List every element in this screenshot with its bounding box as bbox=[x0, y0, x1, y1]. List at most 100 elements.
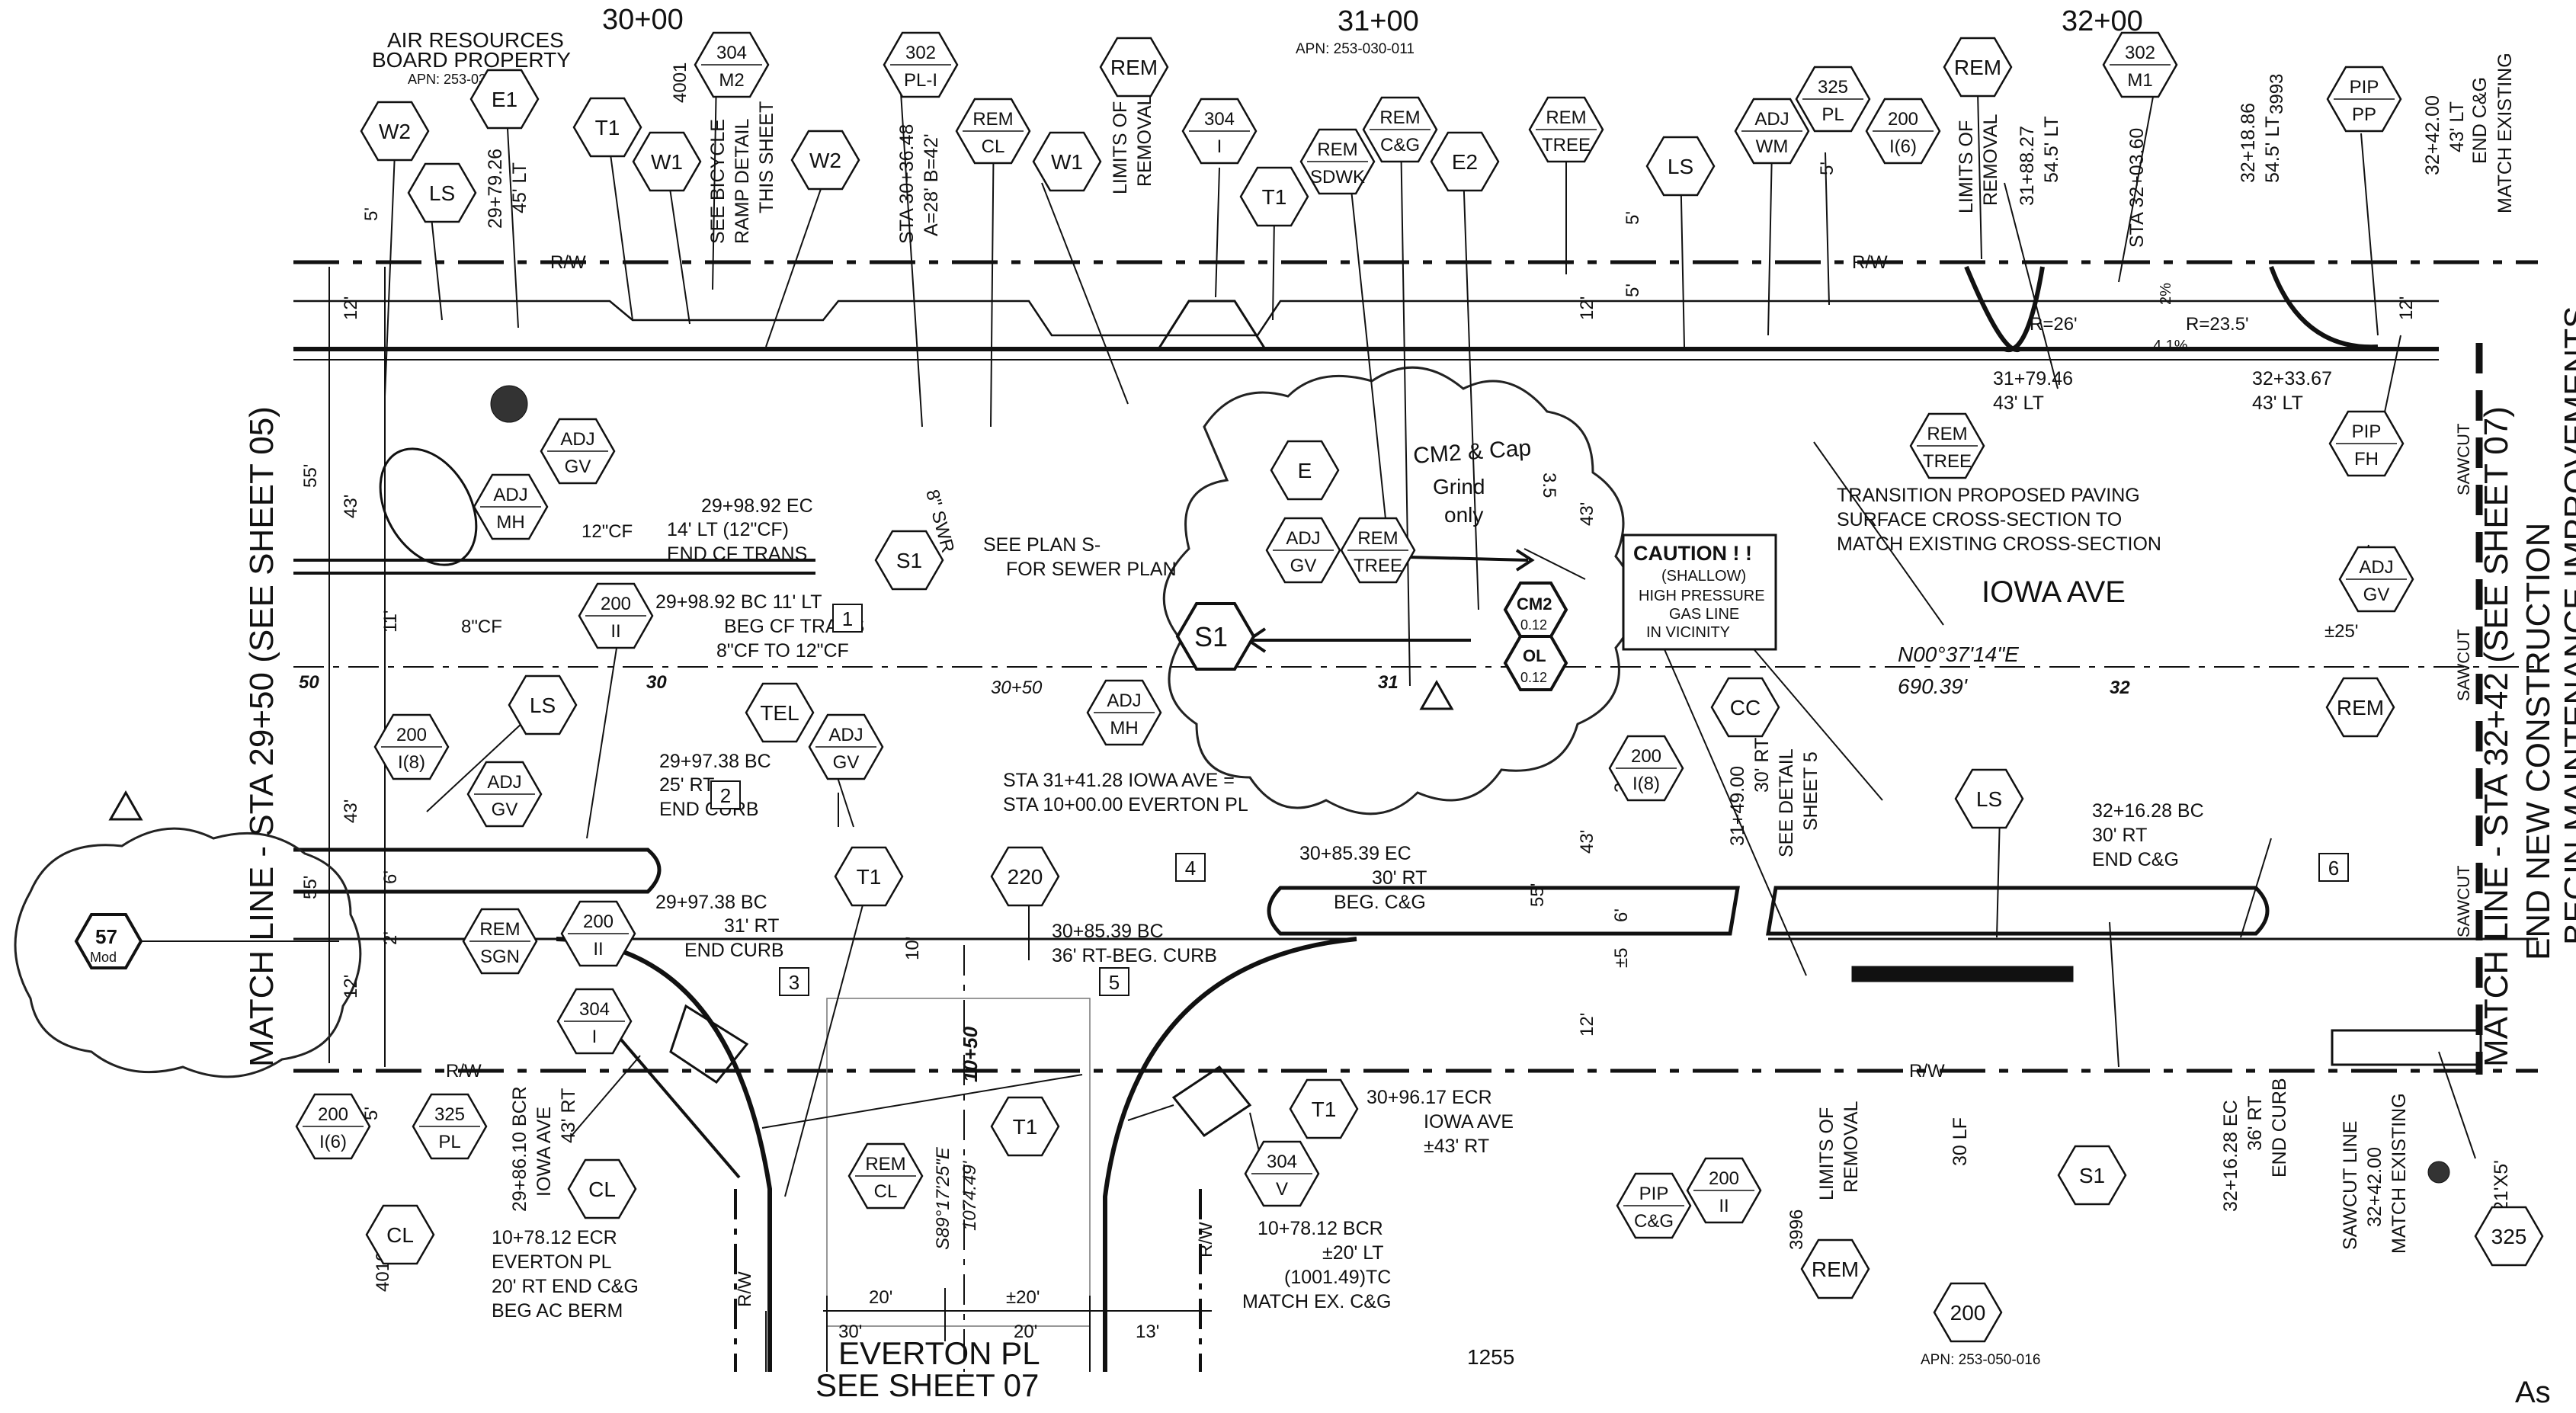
callout-c7-1: 31+79.46 bbox=[1993, 368, 2073, 389]
ramp-east bbox=[1171, 1065, 1252, 1138]
hex-label: I bbox=[592, 1027, 598, 1047]
vnote-v8-2: 54.5' LT bbox=[2262, 116, 2283, 183]
vnote-v15-1: SAWCUT LINE bbox=[2340, 1121, 2361, 1250]
hex-outline bbox=[1270, 440, 1340, 501]
hand-hex-s1-t: S1 bbox=[1194, 621, 1228, 652]
callout-c9-2: 30' RT bbox=[2092, 825, 2147, 846]
hex-symbol-W1b: W1 bbox=[1032, 131, 1102, 192]
hex-label: GV bbox=[1290, 556, 1317, 576]
sta-junction-1: STA 31+41.28 IOWA AVE = bbox=[1003, 770, 1235, 791]
callout-c9-3: END C&G bbox=[2092, 849, 2179, 870]
hex-label: M1 bbox=[2127, 70, 2152, 91]
dim-11-left: 11' bbox=[380, 610, 401, 633]
hex-outline bbox=[2325, 677, 2395, 738]
hex-label: T1 bbox=[1312, 1097, 1337, 1121]
vnote-v12-1: LIMITS OF bbox=[1816, 1107, 1837, 1200]
delta-triangle-1 bbox=[108, 790, 143, 821]
hex-label: GV bbox=[565, 457, 591, 477]
callout-c7-2: 43' LT bbox=[1993, 392, 2044, 414]
vnote-v2-1: SEE BICYCLE bbox=[707, 119, 729, 244]
callout-c11-4: MATCH EX. C&G bbox=[1242, 1291, 1391, 1312]
hand-arrow-2 bbox=[1245, 627, 1471, 653]
hex-label: GV bbox=[833, 752, 860, 773]
dim-20-a: 20' bbox=[869, 1287, 892, 1308]
caution-l3: HIGH PRESSURE bbox=[1639, 588, 1765, 604]
caution-l2: (SHALLOW) bbox=[1661, 568, 1746, 585]
hex-symbol-remcg: REM C&G bbox=[1362, 96, 1438, 163]
driveway-1 bbox=[1157, 300, 1267, 350]
hex-symbol-T1e: T1 bbox=[1289, 1078, 1359, 1139]
slope-4-1: 4.1% bbox=[2153, 338, 2188, 354]
hex-symbol-T1b: T1 bbox=[1239, 166, 1309, 227]
hex-label: 200 bbox=[318, 1104, 348, 1125]
hex-label: W2 bbox=[379, 120, 411, 143]
hex-label: GV bbox=[492, 799, 518, 820]
hex-label: M2 bbox=[719, 70, 744, 91]
transition-2: SURFACE CROSS-SECTION TO bbox=[1837, 509, 2122, 530]
hex-label: REM bbox=[1379, 107, 1420, 128]
hex-outline bbox=[360, 101, 430, 162]
hex-symbol-CLa: CL bbox=[567, 1158, 637, 1219]
hex-symbols: W2E1LST1W1304M2W2302PL-IREMCLW1REM304IT1… bbox=[295, 31, 2544, 1343]
dim-43-mid-2: 43' bbox=[1577, 830, 1597, 854]
dim-pm20: ±20' bbox=[1006, 1287, 1040, 1308]
hex-outline bbox=[2474, 1206, 2544, 1267]
hex-label: ADJ bbox=[1107, 690, 1141, 711]
cf-12: 12"CF bbox=[582, 521, 633, 542]
hex-label: FH bbox=[2354, 449, 2379, 469]
sta-junction: STA 31+41.28 IOWA AVE = STA 10+00.00 EVE… bbox=[1003, 770, 1248, 815]
hex-label: TREE bbox=[1923, 451, 1972, 472]
address-3996: 3996 bbox=[1786, 1210, 1807, 1250]
dim-5-right-top: 5' bbox=[1817, 162, 1837, 175]
callout-c1-1: 29+98.92 EC bbox=[701, 495, 813, 517]
hex-label: TEL bbox=[760, 701, 799, 725]
hand-as: As bbox=[2515, 1376, 2551, 1409]
rw-left-bottom: R/W bbox=[446, 1061, 482, 1081]
hex-outline bbox=[745, 682, 815, 743]
hex-label: CL bbox=[982, 136, 1005, 157]
dim-pm25: ±25' bbox=[2324, 621, 2358, 642]
numbered-tags: 1 2 3 4 5 6 bbox=[710, 604, 2349, 996]
hex-label: 200 bbox=[396, 725, 427, 745]
dimension-labels: 5' 12' 55' 43' 11' 43' 6' 55' 2' 12' 5' … bbox=[299, 162, 2473, 1342]
hand-hex-cm2-v: 0.12 bbox=[1520, 617, 1547, 633]
hex-outline bbox=[1954, 768, 2024, 829]
dim-2-left: 2' bbox=[380, 931, 401, 945]
cl-num-30: 30 bbox=[646, 672, 667, 693]
hex-outline bbox=[632, 131, 702, 192]
hex-label: PL bbox=[1821, 104, 1844, 125]
hand-hex-ol bbox=[1503, 635, 1568, 691]
stations: 30+00 31+00 32+00 30+50 10+50 bbox=[602, 4, 2143, 1082]
hex-outline bbox=[567, 1158, 637, 1219]
dim-43-left-2: 43' bbox=[341, 799, 361, 823]
dim-30: 30' bbox=[838, 1322, 862, 1342]
hex-label: T1 bbox=[1262, 185, 1287, 209]
vnote-v11-3: 43' RT bbox=[558, 1088, 579, 1143]
caution-frame bbox=[1622, 533, 1777, 651]
hex-outline bbox=[990, 846, 1060, 907]
match-line-right: MATCH LINE - STA 32+42 (SEE SHEET 07) bbox=[2478, 406, 2515, 1067]
hex-symbol-p220: 220 bbox=[990, 846, 1060, 907]
hex-label: C&G bbox=[1380, 135, 1420, 155]
svg-text:2: 2 bbox=[720, 784, 731, 807]
callout-c12-2: EVERTON PL bbox=[492, 1251, 612, 1273]
callout-c10-3: ±43' RT bbox=[1424, 1136, 1489, 1157]
cl-num-50: 50 bbox=[299, 672, 319, 693]
hex-outline bbox=[469, 69, 540, 130]
hex-symbol-S1b: S1 bbox=[2057, 1145, 2127, 1206]
apn-top-mid: APN: 253-030-011 bbox=[1296, 41, 1415, 57]
dim-6-left: 6' bbox=[380, 870, 401, 884]
hex-label: CL bbox=[588, 1178, 616, 1201]
vnote-v14-2: 36' RT bbox=[2244, 1096, 2266, 1151]
svg-text:5: 5 bbox=[1109, 971, 1120, 994]
hex-symbol-E3: E bbox=[1270, 440, 1340, 501]
